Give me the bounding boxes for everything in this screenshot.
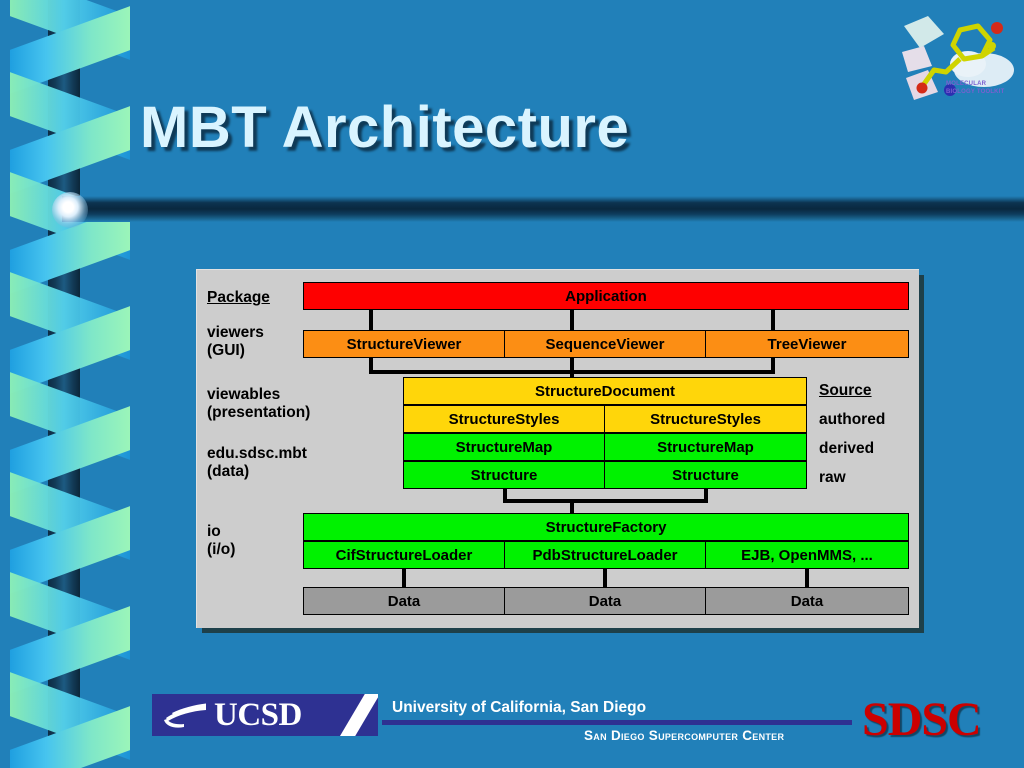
box-cifstructureloader: CifStructureLoader (303, 541, 505, 569)
mbt-caption-line1: MOLECULAR (946, 81, 987, 87)
source-item-derived: derived (819, 440, 875, 457)
ucsd-logo: UCSD (152, 694, 378, 736)
row-label-package: Package (207, 289, 270, 306)
source-item-authored: authored (819, 411, 886, 428)
row-label-viewables: viewables (presentation) (207, 386, 310, 422)
source-item-raw: raw (819, 469, 846, 486)
university-name: University of California, San Diego (392, 699, 647, 716)
connector-sequenceviewer-down (570, 358, 574, 374)
connector-bus-document (570, 370, 574, 378)
box-structuremap-left: StructureMap (403, 433, 605, 461)
ucsd-trident-icon (164, 703, 206, 728)
row-label-data: edu.sdsc.mbt (data) (207, 445, 307, 481)
connector-ejb-data (805, 569, 809, 589)
page-title: MBT Architecture (140, 95, 630, 160)
connector-structure-bus (503, 499, 708, 503)
connector-cifloader-data (402, 569, 406, 589)
box-structurefactory: StructureFactory (303, 513, 909, 541)
connector-app-sequenceviewer (570, 310, 574, 336)
mbt-logo-caption: MOLECULAR BIOLOGY TOOLKIT (946, 80, 1016, 96)
helix-ribbon-decoration (0, 0, 140, 768)
connector-structure-left-down (503, 489, 507, 503)
box-structurestyles-left: StructureStyles (403, 405, 605, 433)
divider-glow-orb (52, 192, 88, 228)
architecture-diagram: Package viewers (GUI) viewables (present… (196, 269, 919, 628)
connector-bus-factory (570, 499, 574, 515)
connector-app-structureviewer (369, 310, 373, 336)
box-ejb-openmms: EJB, OpenMMS, ... (705, 541, 909, 569)
box-structuredocument: StructureDocument (403, 377, 807, 405)
mbt-molecular-logo: MOLECULAR BIOLOGY TOOLKIT (898, 8, 1016, 108)
row-label-viewables-line1: viewables (207, 386, 281, 403)
row-label-io: io (i/o) (207, 523, 235, 559)
box-structure-right: Structure (604, 461, 807, 489)
box-pdbstructureloader: PdbStructureLoader (504, 541, 706, 569)
box-treeviewer: TreeViewer (705, 330, 909, 358)
sdsc-wordmark: SDSC (862, 693, 982, 746)
row-label-viewers-line1: viewers (207, 324, 264, 341)
mbt-caption-line2: BIOLOGY TOOLKIT (946, 89, 1005, 95)
connector-structure-right-down (704, 489, 708, 503)
box-structuremap-right: StructureMap (604, 433, 807, 461)
footer-divider-rule (382, 720, 852, 725)
box-sequenceviewer: SequenceViewer (504, 330, 706, 358)
row-label-io-line2: (i/o) (207, 541, 236, 558)
row-label-data-line2: (data) (207, 463, 250, 480)
row-label-data-line1: edu.sdsc.mbt (207, 445, 307, 462)
box-data-2: Data (504, 587, 706, 615)
ucsd-logo-slash (340, 694, 378, 736)
source-column-header: Source (819, 382, 872, 399)
box-data-1: Data (303, 587, 505, 615)
row-label-viewers-line2: (GUI) (207, 342, 245, 359)
connector-pdbloader-data (603, 569, 607, 589)
connector-structureviewer-down (369, 358, 373, 374)
ucsd-wordmark: UCSD (214, 697, 302, 733)
box-structure-left: Structure (403, 461, 605, 489)
row-label-io-line1: io (207, 523, 221, 540)
supercomputer-center-name: San Diego Supercomputer Center (584, 728, 785, 743)
box-data-3: Data (705, 587, 909, 615)
connector-treeviewer-down (771, 358, 775, 374)
row-label-viewers: viewers (GUI) (207, 324, 264, 360)
connector-app-treeviewer (771, 310, 775, 336)
box-structurestyles-right: StructureStyles (604, 405, 807, 433)
row-label-viewables-line2: (presentation) (207, 404, 311, 421)
box-application: Application (303, 282, 909, 310)
title-divider-bar (62, 196, 1024, 222)
box-structureviewer: StructureViewer (303, 330, 505, 358)
